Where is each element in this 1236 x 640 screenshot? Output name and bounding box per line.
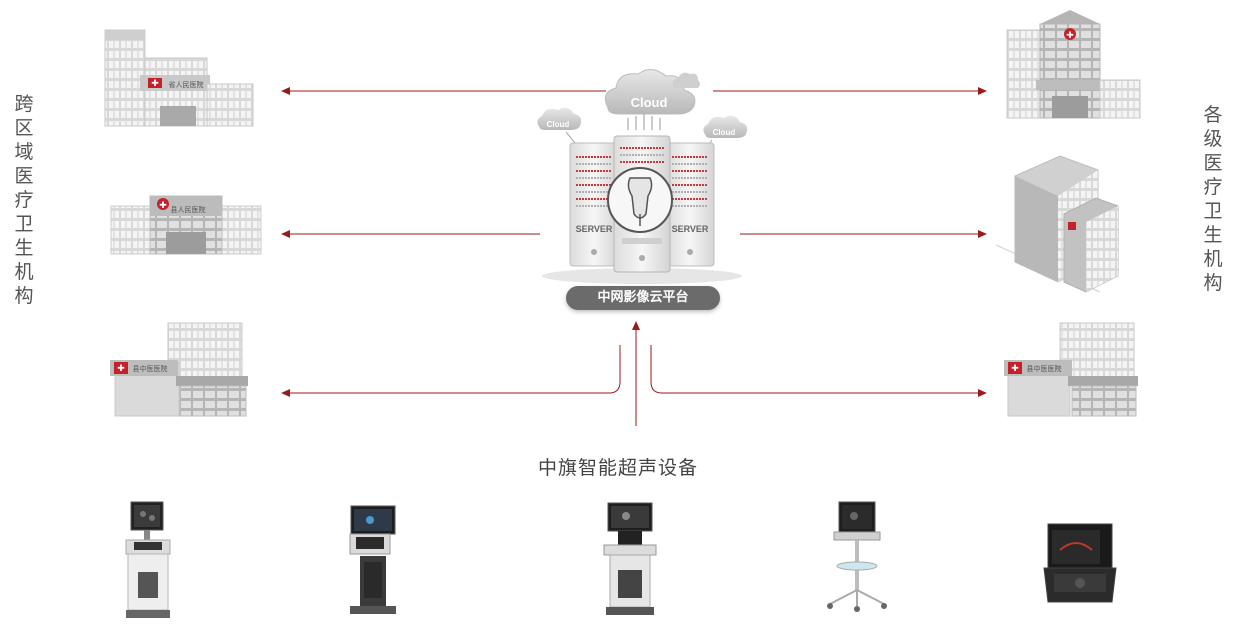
connector-arrows [281,87,987,426]
ultrasound-cart-3 [603,502,657,615]
cloud-left-icon: Cloud [537,107,582,130]
cloud-left-label: Cloud [547,120,570,129]
hospital-sign-left-top: 省人民医院 [169,80,204,89]
hospital-right-bottom: ✚ 县中医医院 [1004,322,1138,417]
hospital-left-mid: ✚ 县人民医院 [110,195,262,255]
cloud-right-icon: Cloud [703,115,748,138]
svg-text:✚: ✚ [1011,364,1019,374]
cloud-small-top-right-icon [672,72,700,88]
cloud-main-icon: Cloud [604,69,696,115]
server-right-label: SERVER [672,224,709,234]
server-cluster-icon: SERVER SERVER [542,135,742,284]
server-left-label: SERVER [576,224,613,234]
ultrasound-cart-1 [125,501,171,618]
devices-title: 中旗智能超声设备 [537,457,698,479]
ultrasound-cart-2 [349,505,396,614]
arrow-to-left-bottom [281,345,621,397]
svg-text:✚: ✚ [1066,31,1074,41]
ultrasound-trolley-4 [827,501,887,612]
cloud-main-label: Cloud [631,95,668,110]
left-side-label: 跨区域医疗卫生机构 [14,93,34,307]
ultrasound-portable-5 [1043,523,1117,603]
hospital-sign-left-mid: 县人民医院 [171,205,206,214]
hospital-right-mid [995,155,1119,293]
hospital-sign-left-bottom: 县中医医院 [133,364,168,373]
arrow-to-right-bottom [650,345,987,397]
right-side-label: 各级医疗卫生机构 [1203,104,1223,294]
hospital-left-top: ✚ 省人民医院 [104,29,254,127]
hospital-sign-right-bottom: 县中医医院 [1027,364,1062,373]
hospital-right-top: ✚ [1006,10,1141,119]
svg-text:✚: ✚ [159,201,167,211]
svg-text:✚: ✚ [151,79,159,89]
hospital-left-bottom: ✚ 县中医医院 [110,322,248,417]
platform-label: 中网影像云平台 [566,286,720,310]
cloud-right-label: Cloud [713,128,736,137]
svg-text:✚: ✚ [117,364,125,374]
